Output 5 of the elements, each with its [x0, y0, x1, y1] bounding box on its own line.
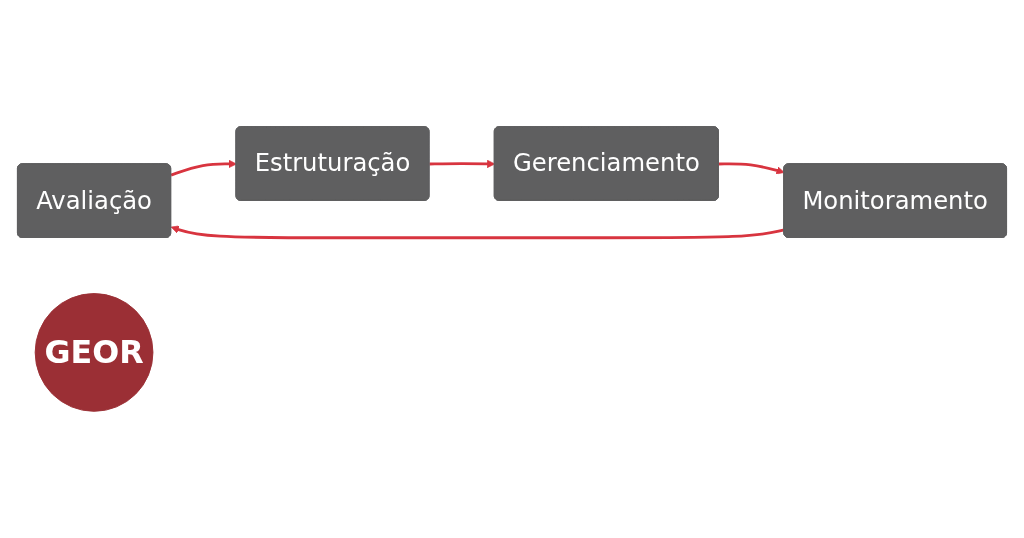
node-circle: GEOR — [34, 293, 154, 412]
arrow — [170, 225, 785, 240]
arrow — [429, 159, 496, 168]
arrow — [170, 159, 237, 177]
arrow — [718, 162, 785, 175]
